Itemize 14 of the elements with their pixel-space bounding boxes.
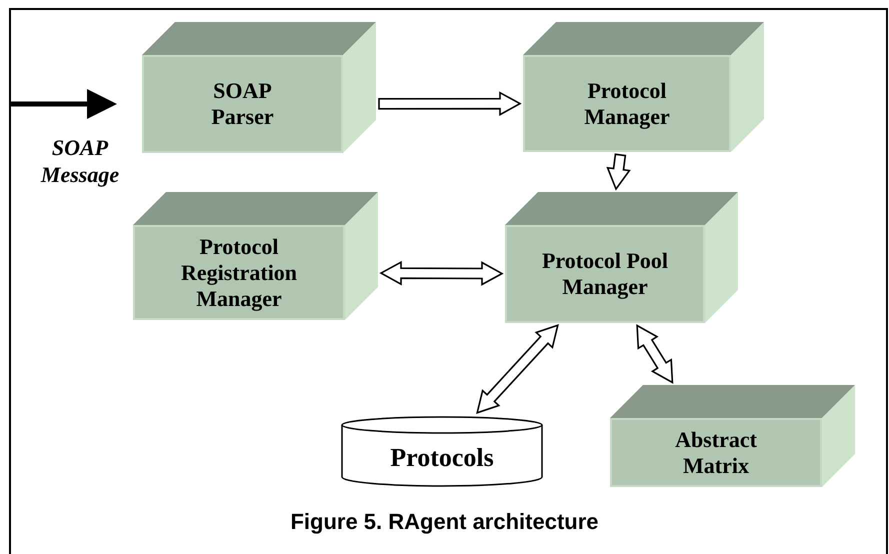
block-arrow — [636, 324, 674, 384]
block-arrow — [476, 324, 559, 414]
block-label: SOAP Parser — [210, 78, 275, 130]
block-arrow — [606, 153, 631, 191]
block-label: Protocol Pool Manager — [540, 248, 670, 300]
edge-label: SOAP Message — [40, 134, 120, 188]
block-label: Protocol Manager — [583, 78, 671, 130]
figure-caption: Figure 5. RAgent architecture — [289, 508, 600, 536]
block-arrow — [378, 91, 522, 116]
arrow — [11, 89, 117, 119]
block-arrow — [379, 260, 504, 286]
block-label: Protocols — [390, 443, 494, 473]
block-label: Abstract Matrix — [674, 426, 758, 478]
block-label: Protocol Registration Manager — [180, 234, 298, 312]
